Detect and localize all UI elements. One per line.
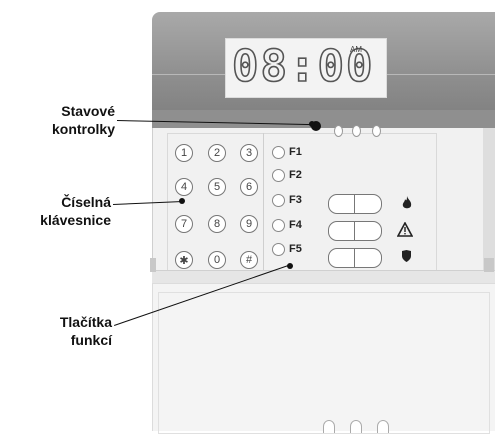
callout-line-1: Tlačítka xyxy=(59,314,112,330)
cover-led-bump xyxy=(323,420,335,433)
warning-triangle-icon xyxy=(396,221,414,240)
function-keys-leader-dot xyxy=(287,263,293,269)
lower-cover-inner xyxy=(158,292,490,434)
f5-label[interactable]: F5 xyxy=(289,243,302,255)
lcd-ampm: AM xyxy=(350,45,362,54)
lcd-time: 08:00 xyxy=(231,40,375,93)
hinge-left xyxy=(150,258,156,272)
hinge-right xyxy=(484,258,494,272)
f1-led xyxy=(272,146,285,159)
f4-label[interactable]: F4 xyxy=(289,219,302,231)
panic-emergency-button[interactable] xyxy=(328,221,382,241)
fire-icon xyxy=(401,196,413,213)
key-0[interactable]: 0 xyxy=(208,251,226,269)
f5-led xyxy=(272,243,285,256)
key-9[interactable]: 9 xyxy=(240,215,258,233)
f4-led xyxy=(272,219,285,232)
f2-led xyxy=(272,169,285,182)
callout-line-2: funkcí xyxy=(70,332,112,348)
key-7[interactable]: 7 xyxy=(175,215,193,233)
f3-label[interactable]: F3 xyxy=(289,194,302,206)
status-led-4 xyxy=(372,125,381,137)
status-led-3 xyxy=(352,125,361,137)
callout-line-1: Stavové xyxy=(61,103,115,119)
keypad-divider xyxy=(263,133,264,275)
status-lights-leader-dot xyxy=(309,121,315,127)
police-emergency-button[interactable] xyxy=(328,248,382,268)
f2-label[interactable]: F2 xyxy=(289,169,302,181)
function-keys-callout: Tlačítka funkcí xyxy=(10,313,112,349)
key-8[interactable]: 8 xyxy=(208,215,226,233)
numeric-keypad-callout: Číselná klávesnice xyxy=(5,193,111,229)
f1-label[interactable]: F1 xyxy=(289,146,302,158)
key-5[interactable]: 5 xyxy=(208,178,226,196)
key-1[interactable]: 1 xyxy=(175,144,193,162)
housing-side xyxy=(483,128,495,278)
key-3[interactable]: 3 xyxy=(240,144,258,162)
callout-line-2: klávesnice xyxy=(40,212,111,228)
key-2[interactable]: 2 xyxy=(208,144,226,162)
status-led-2 xyxy=(334,125,343,137)
fire-emergency-button[interactable] xyxy=(328,194,382,214)
cover-led-bump xyxy=(377,420,389,433)
lcd-display xyxy=(225,38,387,98)
key-star[interactable]: ✱ xyxy=(175,251,193,269)
status-lights-callout: Stavové kontrolky xyxy=(10,102,115,138)
shield-icon xyxy=(401,250,412,265)
lower-cover[interactable] xyxy=(152,283,495,431)
callout-line-2: kontrolky xyxy=(51,121,115,137)
key-4[interactable]: 4 xyxy=(175,178,193,196)
f3-led xyxy=(272,194,285,207)
key-6[interactable]: 6 xyxy=(240,178,258,196)
led-strip xyxy=(152,110,495,132)
callout-line-1: Číselná xyxy=(61,194,111,210)
key-hash[interactable]: # xyxy=(240,251,258,269)
numeric-keypad-leader-dot xyxy=(179,198,185,204)
cover-led-bump xyxy=(350,420,362,433)
